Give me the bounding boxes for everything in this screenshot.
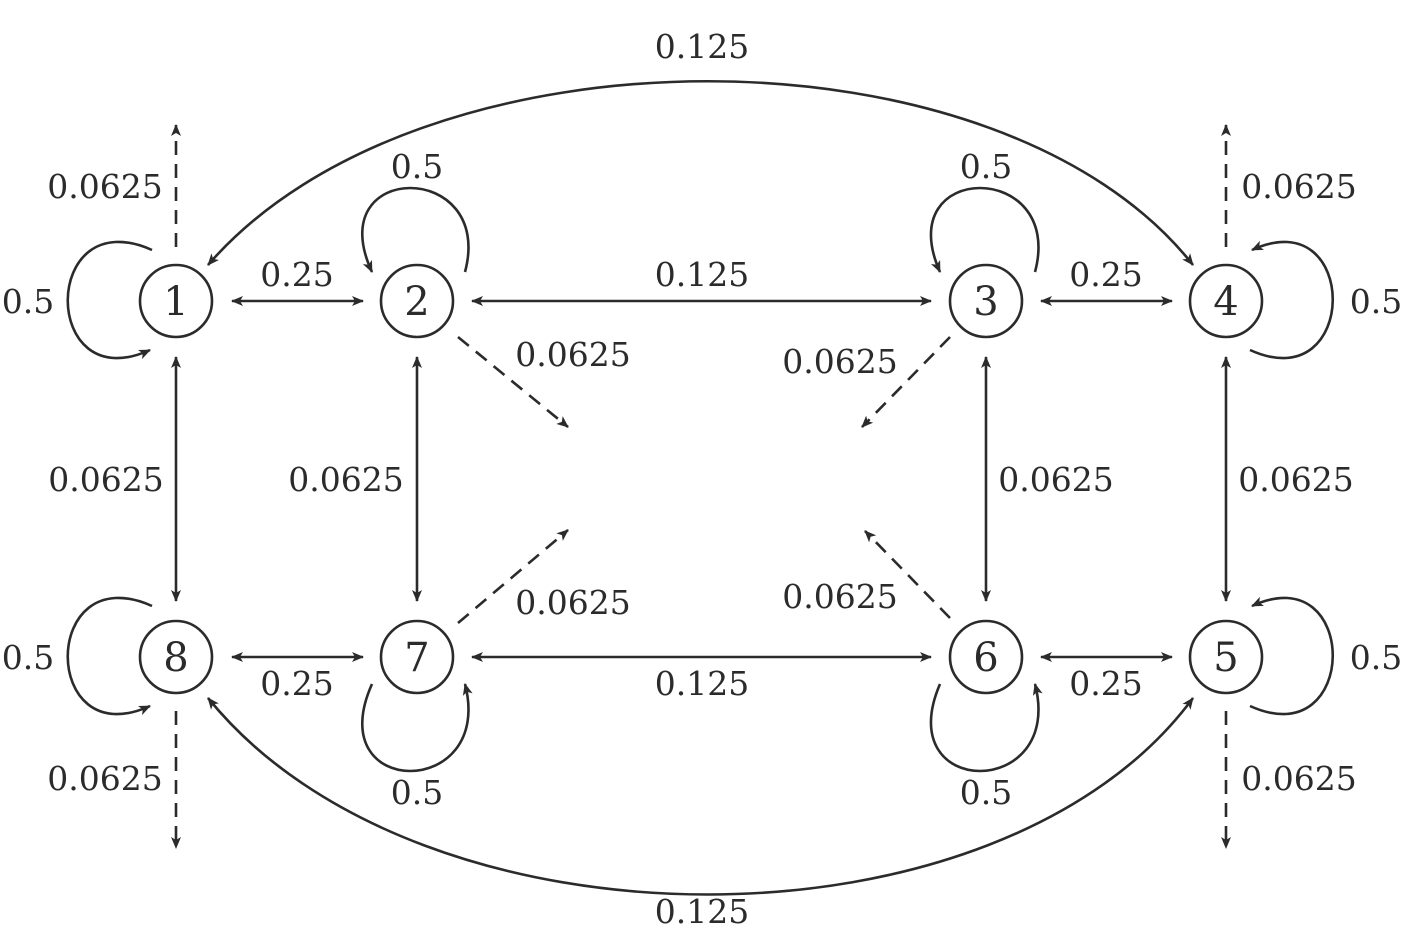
edge-1-2-label: 0.25 bbox=[260, 255, 333, 294]
exit-8-label: 0.0625 bbox=[47, 759, 162, 798]
self-loop-2 bbox=[361, 186, 470, 273]
exit-arrow-2 bbox=[457, 335, 569, 429]
exit-arrow-3 bbox=[861, 336, 951, 428]
exit-arrow-7 bbox=[457, 529, 569, 624]
self-loop-6 bbox=[929, 683, 1043, 773]
edge-1-4-label: 0.125 bbox=[655, 27, 749, 66]
exit-6-label: 0.0625 bbox=[782, 577, 897, 616]
self-loop-3-label: 0.5 bbox=[960, 147, 1012, 186]
node-7-label: 7 bbox=[404, 635, 429, 681]
self-loop-4-label: 0.5 bbox=[1350, 282, 1402, 321]
self-loop-8-label: 0.5 bbox=[2, 638, 54, 677]
edge-2-3-label: 0.125 bbox=[655, 255, 749, 294]
edge-2-7-label: 0.0625 bbox=[288, 460, 403, 499]
node-6: 6 bbox=[948, 619, 1024, 695]
self-loop-7-label: 0.5 bbox=[391, 773, 443, 812]
node-8-label: 8 bbox=[163, 635, 188, 681]
node-7: 7 bbox=[379, 619, 455, 695]
edge-8-5-label: 0.125 bbox=[655, 892, 749, 931]
node-2: 2 bbox=[379, 263, 455, 339]
node-5: 5 bbox=[1188, 619, 1264, 695]
self-loop-1-label: 0.5 bbox=[2, 282, 54, 321]
exit-7-label: 0.0625 bbox=[515, 583, 630, 622]
edge-8-5 bbox=[206, 697, 1195, 896]
self-loop-5 bbox=[1249, 596, 1334, 716]
node-3: 3 bbox=[948, 263, 1024, 339]
node-8: 8 bbox=[138, 619, 214, 695]
self-loop-6-label: 0.5 bbox=[960, 773, 1012, 812]
exit-2-label: 0.0625 bbox=[515, 335, 630, 374]
edge-1-8-label: 0.0625 bbox=[48, 460, 163, 499]
self-loop-8 bbox=[66, 596, 153, 716]
edge-1-4 bbox=[207, 80, 1195, 266]
exit-3-label: 0.0625 bbox=[782, 342, 897, 381]
edge-3-6-label: 0.0625 bbox=[998, 460, 1113, 499]
self-loop-5-label: 0.5 bbox=[1350, 638, 1402, 677]
node-5-label: 5 bbox=[1213, 635, 1238, 681]
node-2-label: 2 bbox=[404, 279, 429, 325]
edge-8-7-label: 0.25 bbox=[260, 664, 333, 703]
self-loop-1 bbox=[66, 240, 153, 360]
edge-7-6-label: 0.125 bbox=[655, 664, 749, 703]
node-3-label: 3 bbox=[973, 279, 998, 325]
edge-3-4-label: 0.25 bbox=[1069, 255, 1142, 294]
node-4-label: 4 bbox=[1213, 279, 1238, 325]
exit-1-label: 0.0625 bbox=[47, 167, 162, 206]
self-loop-7 bbox=[361, 683, 473, 773]
node-1-label: 1 bbox=[163, 279, 188, 325]
exit-4-label: 0.0625 bbox=[1241, 167, 1356, 206]
node-1: 1 bbox=[138, 263, 214, 339]
exit-arrow-6 bbox=[864, 530, 951, 619]
node-4: 4 bbox=[1188, 263, 1264, 339]
edge-6-5-label: 0.25 bbox=[1069, 664, 1142, 703]
self-loop-4 bbox=[1249, 240, 1334, 360]
node-6-label: 6 bbox=[973, 635, 998, 681]
self-loop-2-label: 0.5 bbox=[391, 147, 443, 186]
self-loop-3 bbox=[929, 186, 1040, 273]
exit-5-label: 0.0625 bbox=[1241, 759, 1356, 798]
edge-4-5-label: 0.0625 bbox=[1238, 460, 1353, 499]
